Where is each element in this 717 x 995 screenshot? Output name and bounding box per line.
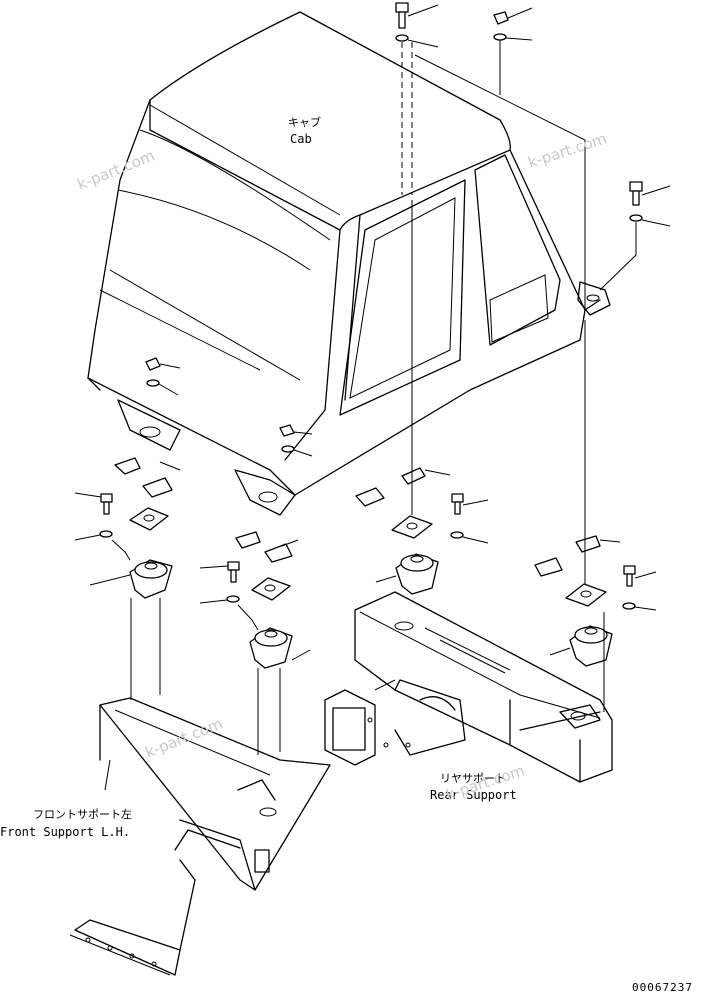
front-right-bolt: [199, 561, 240, 583]
cab-label-en: Cab: [290, 132, 312, 146]
front-right-plate: [251, 577, 291, 601]
drawing-code: 00067237: [632, 981, 693, 994]
top-bolt: [395, 2, 439, 29]
cab-body: [87, 11, 611, 516]
front-left-washer-low: [74, 530, 113, 541]
rear-center-plate: [391, 515, 433, 539]
front-support-label-en: Front Support L.H.: [0, 825, 130, 839]
front-left-plate: [129, 507, 169, 531]
rear-right-shims: [534, 535, 621, 577]
top-washer-right: [493, 33, 533, 41]
front-right-washer: [281, 445, 313, 457]
cab-label-jp: キャブ: [288, 115, 321, 129]
rear-support: [324, 591, 613, 783]
front-support-label-jp: フロントサポート左: [33, 808, 132, 821]
rear-right-bolt: [623, 565, 657, 587]
front-left-bolt: [74, 492, 113, 515]
rear-right-plate: [565, 583, 607, 607]
rear-right-rubber-mount: [549, 625, 613, 667]
front-right-shims: [235, 531, 299, 563]
top-nut: [493, 7, 533, 25]
front-left-rubber-mount: [89, 559, 173, 599]
rear-center-washer: [450, 531, 489, 544]
rear-center-rubber-mount: [375, 553, 439, 595]
front-left-washer: [146, 379, 179, 396]
top-washer-left: [395, 34, 439, 48]
rear-center-shims: [355, 467, 451, 507]
rear-support-label-jp: リヤサポート: [440, 772, 506, 785]
front-support-lh: [69, 697, 331, 976]
front-right-nut: [279, 424, 313, 437]
front-left-shims: [114, 457, 181, 498]
watermark-1: k-part.com: [75, 146, 157, 193]
rear-right-washer: [622, 602, 657, 611]
watermark-3: k-part.com: [143, 714, 225, 761]
watermark-2: k-part.com: [526, 129, 609, 171]
front-left-nut: [145, 357, 181, 371]
front-right-washer-low: [199, 595, 240, 604]
front-right-rubber-mount: [249, 627, 311, 669]
rear-top-washer: [629, 214, 671, 227]
rear-support-label-en: Rear Support: [430, 788, 517, 802]
rear-top-bolt: [629, 181, 671, 206]
rear-center-bolt: [451, 493, 489, 515]
